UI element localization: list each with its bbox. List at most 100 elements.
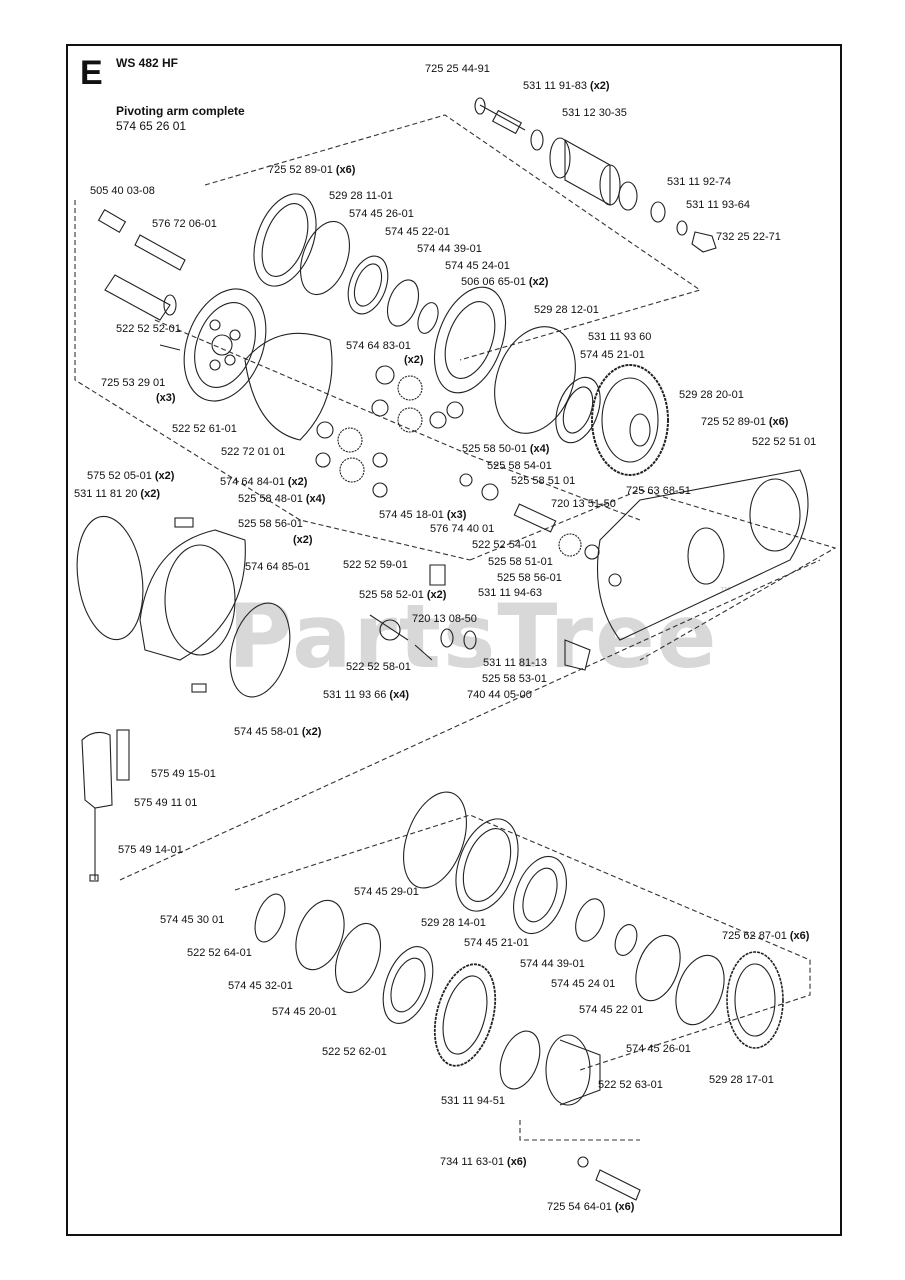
part-label[interactable]: 529 28 11-01 (329, 190, 394, 202)
hub-522-52-63 (545, 1034, 591, 1106)
part-label[interactable]: 574 45 22 01 (579, 1004, 644, 1016)
tube (104, 274, 171, 321)
part-label[interactable]: 531 11 93 66(x4) (323, 689, 409, 701)
gear-shaft-parts (369, 503, 600, 671)
part-label[interactable]: 529 28 20-01 (679, 389, 744, 401)
part-label[interactable]: (x2) (293, 534, 313, 546)
upper-pivot-parts (474, 97, 717, 253)
bolt-725-54-64 (595, 1169, 641, 1201)
part-label[interactable]: 529 28 17-01 (709, 1074, 774, 1086)
part-label[interactable]: 574 45 32-01 (228, 980, 293, 992)
watermark: PartsTree™ (228, 585, 734, 688)
part-label[interactable]: 574 45 26-01 (626, 1043, 691, 1055)
part-label[interactable]: 574 44 39-01 (520, 958, 585, 970)
spacer-574-44-39 (386, 279, 420, 327)
part-label[interactable]: 574 45 24 01 (551, 978, 616, 990)
part-label[interactable]: 531 11 91-83(x2) (523, 80, 610, 92)
oring-525-58-53 (463, 630, 477, 650)
part-label[interactable]: 725 54 64-01(x6) (547, 1201, 635, 1213)
part-label[interactable]: 525 58 50-01(x4) (462, 443, 550, 455)
arm-outline (74, 200, 471, 561)
part-label[interactable]: 531 12 30-35 (562, 107, 627, 119)
screw-2 (191, 683, 207, 693)
part-label[interactable]: 574 45 21-01 (464, 937, 529, 949)
part-label[interactable]: 574 45 24-01 (445, 260, 510, 272)
part-label[interactable]: 575 49 14-01 (118, 844, 183, 856)
part-label[interactable]: 531 11 94-51 (441, 1095, 506, 1107)
part-label[interactable]: 522 52 59-01 (343, 559, 408, 571)
part-label[interactable]: 525 58 53-01 (482, 673, 547, 685)
part-label[interactable]: 522 52 62-01 (322, 1046, 387, 1058)
section-letter: E (80, 54, 103, 92)
part-label[interactable]: 574 45 20-01 (272, 1006, 337, 1018)
gear-574-64-83-a (397, 375, 423, 401)
part-label[interactable]: 531 11 81 20(x2) (74, 488, 160, 500)
part-label[interactable]: 522 52 61-01 (172, 423, 237, 435)
part-label[interactable]: 529 28 12-01 (534, 304, 599, 316)
part-label[interactable]: 574 45 29-01 (354, 886, 419, 898)
gasket-522-72 (244, 332, 333, 441)
part-label[interactable]: 522 52 52-01 (116, 323, 181, 335)
part-label[interactable]: 531 11 94-63 (478, 587, 543, 599)
gear-574-64-83-b (397, 407, 423, 433)
part-label[interactable]: 574 45 30 01 (160, 914, 225, 926)
part-label[interactable]: 574 45 26-01 (349, 208, 414, 220)
part-label[interactable]: 574 64 84-01(x2) (220, 476, 308, 488)
part-label[interactable]: (x2) (404, 354, 424, 366)
part-label[interactable]: 740 44 05-00 (467, 689, 532, 701)
part-label[interactable]: 522 52 58-01 (346, 661, 411, 673)
part-label[interactable]: 522 52 54-01 (472, 539, 537, 551)
part-label[interactable]: 525 58 52-01(x2) (359, 589, 447, 601)
part-label[interactable]: 574 45 18-01(x3) (379, 509, 467, 521)
part-label[interactable]: 734 11 63-01(x6) (440, 1156, 527, 1168)
part-label[interactable]: 574 45 22-01 (385, 226, 450, 238)
part-label[interactable]: 725 25 44-91 (425, 63, 490, 75)
shaft-576-74-40 (513, 503, 557, 533)
part-label[interactable]: 720 13 08-50 (412, 613, 477, 625)
part-label[interactable]: 732 25 22-71 (716, 231, 781, 243)
part-label[interactable]: 525 58 48-01(x4) (238, 493, 326, 505)
part-label[interactable]: 574 45 58-01(x2) (234, 726, 322, 738)
part-label[interactable]: 576 72 06-01 (152, 218, 217, 230)
part-label[interactable]: 725 53 29 01 (101, 377, 166, 389)
part-label[interactable]: 574 64 83-01 (346, 340, 411, 352)
part-label[interactable]: 725 52 89-01(x6) (268, 164, 356, 176)
part-label[interactable]: 574 44 39-01 (417, 243, 482, 255)
part-label[interactable]: 575 49 15-01 (151, 768, 216, 780)
model-name: WS 482 HF (116, 56, 179, 70)
part-label[interactable]: 575 52 05-01(x2) (87, 470, 175, 482)
part-label[interactable]: 531 11 93 60 (588, 331, 652, 343)
diagram-frame (66, 44, 842, 1236)
part-label[interactable]: 531 11 81-13 (483, 657, 548, 669)
part-label[interactable]: 522 52 51 01 (752, 436, 817, 448)
part-label[interactable]: 574 45 21-01 (580, 349, 645, 361)
part-label[interactable]: 506 06 65-01(x2) (461, 276, 549, 288)
part-label[interactable]: 525 58 56-01 (238, 518, 303, 530)
part-label[interactable]: 531 11 93-64 (686, 199, 751, 211)
part-label[interactable]: 529 28 14-01 (421, 917, 486, 929)
part-label[interactable]: 525 58 51-01 (488, 556, 553, 568)
part-label[interactable]: 720 13 51-50 (551, 498, 616, 510)
part-label[interactable]: 525 58 51 01 (511, 475, 576, 487)
part-label[interactable]: 505 40 03-08 (90, 185, 155, 197)
ring-574-45-32 (334, 922, 382, 994)
part-label[interactable]: 522 52 64-01 (187, 947, 252, 959)
bearing-574-45-21-b (513, 855, 567, 935)
part-label[interactable]: (x3) (156, 392, 176, 404)
gear-housing (596, 469, 809, 641)
part-label[interactable]: 531 11 92-74 (667, 176, 732, 188)
part-label[interactable]: 725 63 68-51 (626, 485, 691, 497)
part-label[interactable]: 522 72 01 01 (221, 446, 286, 458)
part-label[interactable]: 576 74 40 01 (430, 523, 495, 535)
part-label[interactable]: 522 52 63-01 (598, 1079, 663, 1091)
part-label[interactable]: 525 58 56-01 (497, 572, 562, 584)
bolt-505-40 (97, 209, 127, 233)
part-label[interactable]: 725 62 87-01(x6) (722, 930, 810, 942)
assembly-title: Pivoting arm complete (116, 104, 245, 118)
bearing (375, 365, 395, 385)
screw (174, 517, 194, 528)
part-label[interactable]: 575 49 11 01 (134, 797, 198, 809)
part-label[interactable]: 574 64 85-01 (245, 561, 310, 573)
part-label[interactable]: 725 52 89-01(x6) (701, 416, 789, 428)
part-label[interactable]: 525 58 54-01 (487, 460, 552, 472)
